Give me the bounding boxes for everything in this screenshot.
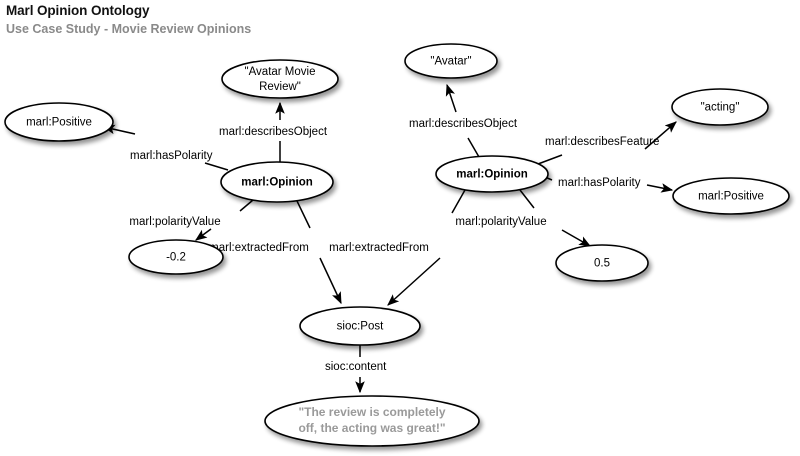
edge-describesfeature[interactable]: marl:describesFeature <box>537 121 677 165</box>
edge-line <box>296 200 311 229</box>
node-label: 0.5 <box>594 258 610 270</box>
edge-describesobject-right[interactable]: marl:describesObject <box>409 83 518 158</box>
edge-haspolarity-right[interactable]: marl:hasPolarity <box>544 176 674 193</box>
edge-label-describesfeature: marl:describesFeature <box>545 136 659 148</box>
edge-label-extractedfrom-left: marl:extractedFrom <box>209 242 309 254</box>
page-title: Marl Opinion Ontology <box>6 3 150 18</box>
node-marl-positive-left[interactable]: marl:Positive <box>4 102 114 142</box>
edge-line <box>451 189 466 214</box>
node-label-line2: off, the acting was great!" <box>298 421 445 435</box>
node-marl-positive-right[interactable]: marl:Positive <box>672 177 790 215</box>
edge-polarityvalue-right[interactable]: marl:polarityValue <box>455 189 592 247</box>
node-avatar-movie-review[interactable]: "Avatar Movie Review" <box>221 59 339 99</box>
edge-arrow <box>387 257 441 306</box>
node-label-line2: Review" <box>259 81 301 93</box>
node-label-line1: "The review is completely <box>298 405 445 419</box>
node-acting[interactable]: "acting" <box>671 88 769 126</box>
node-label: -0.2 <box>166 252 186 264</box>
node-ellipse <box>671 88 769 126</box>
edge-line <box>239 199 254 212</box>
node-ellipse <box>264 395 480 447</box>
edge-extractedfrom-right[interactable]: marl:extractedFrom <box>329 189 466 306</box>
edge-sioccontent[interactable]: sioc:content <box>325 345 387 394</box>
node-marl-opinion-right[interactable]: marl:Opinion <box>435 155 549 193</box>
node-polarity-value-negative[interactable]: -0.2 <box>128 239 224 275</box>
node-ellipse <box>4 102 114 142</box>
edge-label-extractedfrom-right: marl:extractedFrom <box>329 242 429 254</box>
edge-extractedfrom-left[interactable]: marl:extractedFrom <box>209 200 342 305</box>
edge-label-polarityvalue-right: marl:polarityValue <box>455 216 546 228</box>
node-ellipse <box>555 244 649 282</box>
node-ellipse <box>221 59 339 99</box>
node-label: "acting" <box>701 102 740 114</box>
node-avatar[interactable]: "Avatar" <box>404 43 498 79</box>
edge-describesobject-left[interactable]: marl:describesObject <box>219 101 328 162</box>
node-review-text[interactable]: "The review is completely off, the actin… <box>264 395 480 447</box>
nodes-layer: marl:Positive "Avatar Movie Review" "Ava… <box>4 43 790 447</box>
edge-label-haspolarity-left: marl:hasPolarity <box>130 150 213 162</box>
node-marl-opinion-left[interactable]: marl:Opinion <box>220 161 334 203</box>
node-label: marl:Positive <box>698 191 764 203</box>
edge-arrow <box>646 183 674 193</box>
node-ellipse <box>435 155 549 193</box>
edge-line <box>519 189 535 209</box>
node-label: marl:Opinion <box>456 169 528 181</box>
edge-label-polarityvalue-left: marl:polarityValue <box>129 216 220 228</box>
page-header: Marl Opinion Ontology Use Case Study - M… <box>6 3 426 37</box>
node-label: marl:Opinion <box>241 177 313 189</box>
edge-haspolarity-left[interactable]: marl:hasPolarity <box>102 124 229 171</box>
node-polarity-value-positive[interactable]: 0.5 <box>555 244 649 282</box>
edge-polarityvalue-left[interactable]: marl:polarityValue <box>129 199 254 241</box>
node-ellipse <box>299 306 421 346</box>
edge-arrow <box>445 83 457 113</box>
node-label: "Avatar" <box>430 56 471 68</box>
edge-label-sioccontent: sioc:content <box>325 361 387 373</box>
edge-arrow <box>319 257 342 305</box>
node-ellipse <box>128 239 224 275</box>
node-label: marl:Positive <box>26 117 92 129</box>
page-subtitle: Use Case Study - Movie Review Opinions <box>6 22 252 36</box>
node-label: sioc:Post <box>337 321 384 333</box>
edge-label-describesobject-left: marl:describesObject <box>219 126 328 138</box>
edge-line <box>467 137 480 158</box>
node-ellipse <box>404 43 498 79</box>
node-sioc-post[interactable]: sioc:Post <box>299 306 421 346</box>
node-ellipse <box>672 177 790 215</box>
node-ellipse <box>220 161 334 203</box>
edges-layer: marl:hasPolarity marl:describesObject ma… <box>102 83 677 394</box>
edge-line <box>537 154 563 165</box>
edge-arrow <box>561 229 592 247</box>
edge-label-haspolarity-right: marl:hasPolarity <box>558 177 641 189</box>
edge-line <box>204 162 229 171</box>
node-label-line1: "Avatar Movie <box>245 66 316 78</box>
edge-arrow <box>644 121 677 150</box>
edge-arrow <box>195 228 212 241</box>
edge-label-describesobject-right: marl:describesObject <box>409 118 518 130</box>
